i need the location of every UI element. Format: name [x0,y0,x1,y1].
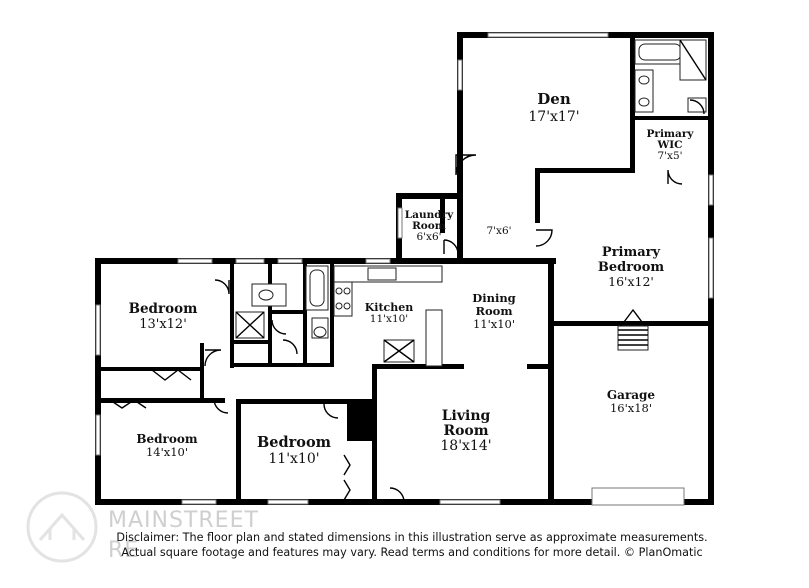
room-dims-bedroom-s: 11'x10' [268,451,319,467]
room-name-dining-1: Dining [472,291,515,305]
room-dims-living: 18'x14' [440,438,491,454]
room-name-bedroom-nw: Bedroom [129,301,198,317]
room-name-primary-wic-1: Primary [647,128,695,140]
room-name-dining-2: Room [475,304,512,318]
room-name-living-1: Living [442,408,491,424]
disclaimer-line-1: Disclaimer: The floor plan and stated di… [116,531,707,544]
watermark-text: MAINSTREET [108,508,259,533]
fixtures [235,39,707,367]
room-name-den: Den [537,90,571,108]
room-dims-primary-wic: 7'x5' [657,150,682,162]
room-name-primary-bedroom-2: Bedroom [598,260,665,275]
room-name-living-2: Room [443,423,488,439]
room-dims-bedroom-nw: 13'x12' [139,317,187,332]
room-dims-dining: 11'x10' [473,317,515,331]
room-name-garage: Garage [607,388,656,402]
room-name-primary-wic-2: WIC [656,139,682,151]
room-name-bedroom-sw: Bedroom [136,432,197,446]
room-name-laundry-1: Laundry [405,209,454,221]
room-dims-kitchen: 11'x10' [370,313,408,325]
interior-walls [95,38,710,503]
room-dims-laundry: 6'x6' [416,231,441,243]
watermark: MAINSTREET RE [26,491,259,563]
room-labels: Den 17'x17' Primary WIC 7'x5' Laundry Ro… [129,90,695,467]
watermark-text-2: RE [108,538,139,563]
watermark-logo-icon [26,491,98,563]
room-name-bedroom-s: Bedroom [257,434,332,451]
disclaimer-line-2: Actual square footage and features may v… [121,546,702,559]
room-name-kitchen: Kitchen [365,301,414,314]
room-name-primary-bedroom-1: Primary [602,245,661,260]
doors [109,99,705,503]
windows [95,32,714,506]
room-name-laundry-2: Room [412,220,446,232]
room-dims-garage: 16'x18' [610,401,652,415]
room-dims-primary-bedroom: 16'x12' [608,274,654,289]
room-dims-den: 17'x17' [528,109,579,125]
room-dims-hall: 7'x6' [486,225,511,237]
room-dims-bedroom-sw: 14'x10' [146,445,188,459]
